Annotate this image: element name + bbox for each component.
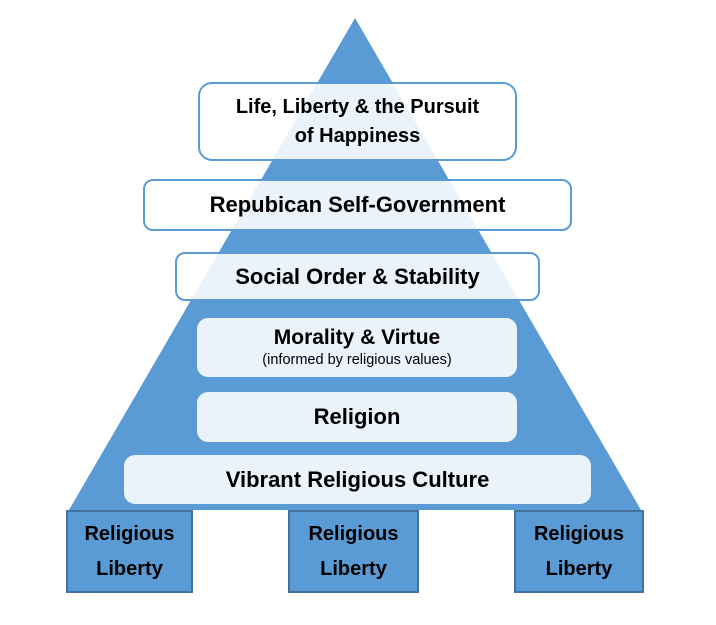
- level-label: Life, Liberty & the Pursuit of Happiness: [235, 95, 480, 147]
- pyramid-level-morality-virtue: Morality & Virtue (informed by religious…: [197, 318, 517, 377]
- level-label: Religion: [313, 404, 401, 429]
- foundation-block-religious-liberty-3: Religious Liberty: [514, 510, 644, 593]
- level-sublabel: (informed by religious values): [262, 351, 452, 368]
- pyramid-level-republican-self-government: Repubican Self-Government: [143, 179, 572, 231]
- level-label: Repubican Self-Government: [209, 192, 506, 217]
- pyramid-level-religion: Religion: [197, 392, 517, 442]
- pyramid-level-vibrant-religious-culture: Vibrant Religious Culture: [124, 455, 591, 504]
- pyramid-level-life-liberty-pursuit-of-happiness: Life, Liberty & the Pursuit of Happiness: [198, 82, 517, 161]
- level-label: Vibrant Religious Culture: [225, 466, 490, 492]
- level-label: Social Order & Stability: [235, 263, 480, 289]
- foundation-label: Religious Liberty: [533, 523, 624, 580]
- foundation-label: Religious Liberty: [84, 523, 175, 580]
- level-label: Morality & Virtue: [273, 325, 441, 349]
- pyramid-level-social-order-stability: Social Order & Stability: [175, 252, 540, 301]
- foundation-block-religious-liberty-1: Religious Liberty: [66, 510, 193, 593]
- foundation-block-religious-liberty-2: Religious Liberty: [288, 510, 419, 593]
- foundation-label: Religious Liberty: [308, 523, 399, 580]
